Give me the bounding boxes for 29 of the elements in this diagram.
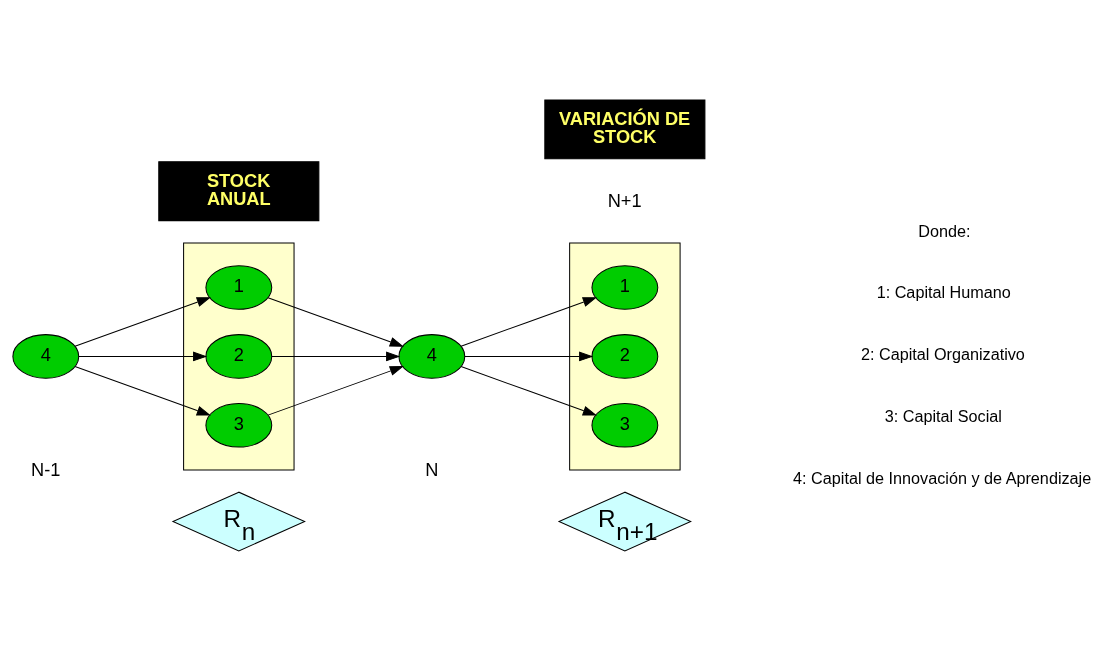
label: 4: Capital de Innovación y de Aprendizaje (793, 468, 1092, 487)
node-ellipse: 2 (591, 333, 659, 379)
node-ellipse: 3 (205, 402, 273, 448)
arrow (74, 365, 211, 416)
label: N+1 (607, 189, 642, 211)
node-ellipse: 3 (591, 402, 659, 448)
label: 2: Capital Organizativo (860, 344, 1025, 363)
cluster (569, 241, 681, 470)
label: N (425, 458, 439, 480)
arrow (460, 365, 597, 416)
arrow (267, 296, 404, 347)
node-ellipse: 1 (591, 264, 659, 310)
label: 3: Capital Social (884, 406, 1002, 425)
arrow (271, 350, 401, 361)
arrow (74, 296, 211, 347)
node-ellipse: 1 (205, 264, 273, 310)
label: N-1 (31, 458, 61, 480)
label: 1: Capital Humano (876, 282, 1011, 301)
arrow (267, 365, 404, 416)
node-box: VARIACIÓN DE STOCK (544, 99, 706, 159)
node-ellipse: 4 (12, 333, 80, 379)
label: Donde: (918, 221, 971, 240)
arrow (78, 350, 208, 361)
arrow (460, 296, 597, 347)
cluster (183, 241, 295, 470)
node-box: STOCK ANUAL (158, 160, 320, 221)
node-ellipse: 4 (398, 333, 466, 379)
arrow (464, 350, 594, 361)
node-ellipse: 2 (205, 333, 273, 379)
